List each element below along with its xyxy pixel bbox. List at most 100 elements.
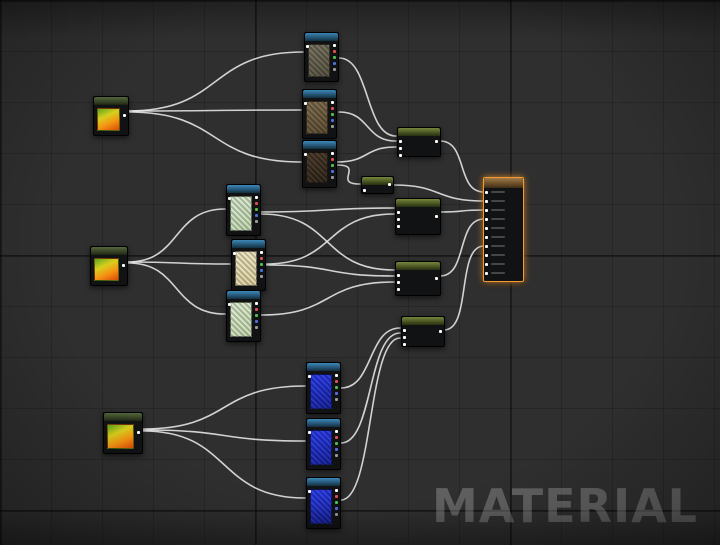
output-pin[interactable] bbox=[439, 330, 442, 333]
wire[interactable] bbox=[336, 146, 397, 163]
node-blend-function-fn-5[interactable] bbox=[401, 316, 445, 347]
input-pin[interactable] bbox=[485, 200, 488, 203]
output-pin-2[interactable] bbox=[335, 501, 338, 504]
wire[interactable] bbox=[260, 207, 395, 213]
input-pin[interactable] bbox=[485, 227, 488, 230]
wire[interactable] bbox=[340, 332, 401, 444]
input-pin[interactable] bbox=[233, 252, 236, 255]
input-pin[interactable] bbox=[228, 303, 231, 306]
output-pin-3[interactable] bbox=[333, 62, 336, 65]
node-texture-sample-tex-7[interactable] bbox=[306, 362, 341, 414]
input-pin[interactable] bbox=[399, 154, 402, 157]
input-pin[interactable] bbox=[304, 153, 307, 156]
node-texture-sample-tex-5[interactable] bbox=[231, 239, 266, 291]
output-pin-0[interactable] bbox=[331, 101, 334, 104]
wire[interactable] bbox=[127, 262, 226, 315]
output-pin-2[interactable] bbox=[255, 208, 258, 211]
input-pin[interactable] bbox=[397, 218, 400, 221]
wire[interactable] bbox=[443, 245, 485, 331]
wire[interactable] bbox=[336, 164, 361, 185]
output-pin-4[interactable] bbox=[335, 398, 338, 401]
input-pin[interactable] bbox=[397, 211, 400, 214]
output-pin-2[interactable] bbox=[331, 113, 334, 116]
output-pin-0[interactable] bbox=[335, 430, 338, 433]
input-pin[interactable] bbox=[228, 197, 231, 200]
wire[interactable] bbox=[338, 57, 397, 137]
output-pin-4[interactable] bbox=[331, 125, 334, 128]
node-texture-sample-tex-2[interactable] bbox=[302, 89, 337, 139]
output-pin[interactable] bbox=[435, 215, 438, 218]
output-pin-1[interactable] bbox=[335, 380, 338, 383]
output-pin-1[interactable] bbox=[331, 107, 334, 110]
output-pin[interactable] bbox=[122, 264, 125, 267]
input-pin[interactable] bbox=[397, 288, 400, 291]
output-pin-3[interactable] bbox=[331, 170, 334, 173]
output-pin-4[interactable] bbox=[335, 513, 338, 516]
output-pin-2[interactable] bbox=[333, 56, 336, 59]
output-pin-1[interactable] bbox=[255, 308, 258, 311]
output-pin-1[interactable] bbox=[331, 158, 334, 161]
input-pin[interactable] bbox=[397, 225, 400, 228]
wire[interactable] bbox=[142, 429, 306, 442]
output-pin-0[interactable] bbox=[331, 152, 334, 155]
output-pin-1[interactable] bbox=[260, 257, 263, 260]
output-pin-4[interactable] bbox=[255, 326, 258, 329]
output-pin-4[interactable] bbox=[335, 454, 338, 457]
node-texture-sample-tex-4[interactable] bbox=[226, 184, 261, 236]
output-pin-3[interactable] bbox=[255, 320, 258, 323]
input-pin[interactable] bbox=[308, 431, 311, 434]
output-pin-3[interactable] bbox=[260, 269, 263, 272]
wire[interactable] bbox=[127, 261, 231, 265]
node-blend-function-fn-3[interactable] bbox=[395, 198, 441, 235]
wire[interactable] bbox=[260, 281, 395, 316]
wire[interactable] bbox=[127, 51, 304, 112]
output-pin-0[interactable] bbox=[260, 251, 263, 254]
output-pin-3[interactable] bbox=[255, 214, 258, 217]
output-pin[interactable] bbox=[388, 183, 391, 186]
wire[interactable] bbox=[392, 184, 485, 202]
wire[interactable] bbox=[265, 264, 395, 277]
input-pin[interactable] bbox=[403, 343, 406, 346]
input-pin[interactable] bbox=[308, 490, 311, 493]
input-pin[interactable] bbox=[399, 147, 402, 150]
input-pin[interactable] bbox=[485, 236, 488, 239]
wire[interactable] bbox=[439, 218, 485, 277]
node-texture-sample-tex-8[interactable] bbox=[306, 418, 341, 470]
input-pin[interactable] bbox=[397, 281, 400, 284]
output-pin[interactable] bbox=[123, 114, 126, 117]
output-pin-1[interactable] bbox=[333, 50, 336, 53]
node-material-result-mat[interactable] bbox=[483, 177, 524, 282]
wire[interactable] bbox=[439, 140, 485, 193]
wire[interactable] bbox=[338, 111, 397, 142]
output-pin-4[interactable] bbox=[255, 220, 258, 223]
node-blend-function-fn-4[interactable] bbox=[395, 261, 441, 296]
input-pin[interactable] bbox=[485, 272, 488, 275]
output-pin-4[interactable] bbox=[331, 176, 334, 179]
input-pin[interactable] bbox=[485, 209, 488, 212]
wire[interactable] bbox=[127, 109, 302, 112]
wire[interactable] bbox=[265, 213, 395, 265]
output-pin-0[interactable] bbox=[335, 489, 338, 492]
input-pin[interactable] bbox=[485, 191, 488, 194]
output-pin-2[interactable] bbox=[335, 442, 338, 445]
output-pin[interactable] bbox=[435, 140, 438, 143]
output-pin-4[interactable] bbox=[333, 68, 336, 71]
output-pin-0[interactable] bbox=[333, 44, 336, 47]
output-pin[interactable] bbox=[137, 431, 140, 434]
input-pin[interactable] bbox=[363, 189, 366, 192]
output-pin-3[interactable] bbox=[335, 448, 338, 451]
input-pin[interactable] bbox=[485, 254, 488, 257]
input-pin[interactable] bbox=[485, 263, 488, 266]
input-pin[interactable] bbox=[306, 45, 309, 48]
output-pin-3[interactable] bbox=[335, 507, 338, 510]
output-pin-2[interactable] bbox=[331, 164, 334, 167]
input-pin[interactable] bbox=[308, 375, 311, 378]
wire[interactable] bbox=[142, 385, 306, 430]
input-pin[interactable] bbox=[403, 329, 406, 332]
wire[interactable] bbox=[340, 327, 401, 389]
output-pin-0[interactable] bbox=[335, 374, 338, 377]
node-reroute-function-fn-2[interactable] bbox=[361, 176, 394, 194]
wire[interactable] bbox=[439, 209, 485, 213]
node-gradient-curve-sample-grad-2[interactable] bbox=[90, 246, 128, 286]
